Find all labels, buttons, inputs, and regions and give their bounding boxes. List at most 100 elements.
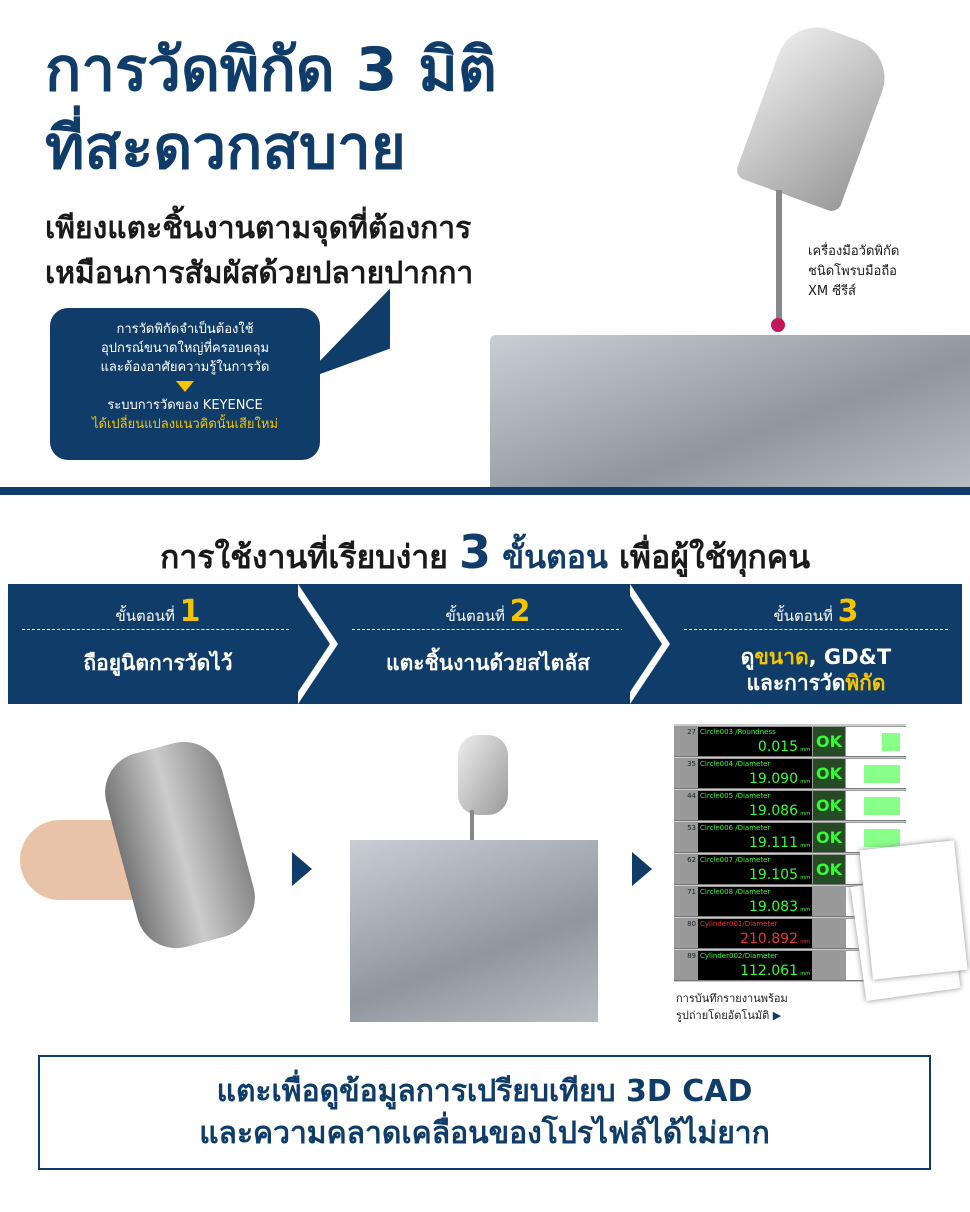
cta-line2: และความคลาดเคลื่อนของโปรไฟล์ได้ไม่ยาก — [199, 1116, 770, 1151]
hero-title-line2: ที่สะดวกสบาย — [45, 113, 406, 183]
metal-part-image — [490, 335, 970, 487]
tolerance-bar — [864, 797, 882, 815]
measured-value: 19.105 — [749, 867, 798, 883]
step-1: ขั้นตอนที่ 1 ถือยูนิตการวัดไว้ — [8, 584, 308, 704]
section-heading: การใช้งานที่เรียบง่าย 3 ขั้นตอน เพื่อผู้… — [0, 525, 970, 583]
bubble-line3: และต้องอาศัยความรู้ในการวัด — [100, 360, 270, 375]
cta-line1: แตะเพื่อดูข้อมูลการเปรียบเทียบ 3D CAD — [216, 1074, 753, 1109]
row-number: 62 — [687, 856, 696, 864]
measured-value: 19.083 — [749, 899, 798, 915]
step-text-c: , GD&T — [808, 645, 892, 669]
bubble-line1: การวัดพิกัดจำเป็นต้องใช้ — [116, 322, 254, 337]
play-arrow-icon: ▶ — [772, 1009, 782, 1022]
stylus-image — [470, 810, 474, 840]
cad-comparison-link[interactable]: แตะเพื่อดูข้อมูลการเปรียบเทียบ 3D CAD แล… — [38, 1055, 931, 1170]
metal-part-image — [350, 840, 598, 1022]
feature-name: Circle006 /Diameter — [700, 824, 771, 832]
bubble-line2: อุปกรณ์ขนาดใหญ่ที่ครอบคลุม — [100, 341, 270, 356]
step-number: 2 — [509, 594, 531, 629]
measured-value: 0.015 — [757, 739, 798, 755]
feature-name: Circle005 /Diameter — [700, 792, 771, 800]
tolerance-graph — [846, 759, 906, 788]
scanner-unit-image — [96, 732, 264, 958]
feature-name: Circle003 /Roundness — [700, 728, 776, 736]
down-triangle-icon — [176, 381, 194, 392]
feature-name: Cylinder002/Diameter — [700, 952, 778, 960]
hero-title-line1: การวัดพิกัด 3 มิติ — [45, 35, 497, 105]
measured-value: 210.892 — [740, 931, 798, 947]
status-badge: OK — [813, 823, 845, 852]
probe-label-line3: XM ซีรีส์ — [808, 284, 856, 299]
bubble-line4: ระบบการวัดของ KEYENCE — [107, 398, 263, 413]
feature-name: Circle008 /Diameter — [700, 888, 771, 896]
row-number: 27 — [687, 728, 696, 736]
status-badge: OK — [813, 759, 845, 788]
unit: mm — [800, 747, 810, 753]
probe-image — [458, 735, 508, 815]
tolerance-bar — [882, 733, 900, 751]
step-text-d: และการวัด — [746, 671, 846, 695]
unit: mm — [800, 811, 810, 817]
chevron-fill — [290, 584, 330, 704]
measured-value: 112.061 — [740, 963, 798, 979]
probe-label-line1: เครื่องมือวัดพิกัด — [808, 244, 900, 259]
tolerance-graph — [846, 791, 906, 820]
speech-bubble: การวัดพิกัดจำเป็นต้องใช้ อุปกรณ์ขนาดใหญ่… — [50, 308, 320, 460]
tolerance-bar — [882, 765, 900, 783]
hero-subtitle-line2: เหมือนการสัมผัสด้วยปลายปากกา — [45, 256, 474, 291]
unit: mm — [800, 779, 810, 785]
unit: mm — [800, 971, 810, 977]
handheld-probe-image — [734, 16, 896, 214]
step-label: ขั้นตอนที่ — [445, 607, 505, 625]
tolerance-bar — [882, 829, 900, 847]
step-label: ขั้นตอนที่ — [773, 607, 833, 625]
unit: mm — [800, 843, 810, 849]
step-number: 3 — [837, 594, 859, 629]
section-divider — [0, 487, 970, 495]
report-caption: การบันทึกรายงานพร้อม รูปถ่ายโดยอัตโนมัติ… — [676, 990, 788, 1024]
tolerance-bar — [864, 829, 882, 847]
tolerance-bar — [882, 797, 900, 815]
steps-banner: ขั้นตอนที่ 1 ถือยูนิตการวัดไว้ ขั้นตอนที… — [8, 584, 962, 704]
heading-num: 3 — [459, 525, 492, 579]
step-text: แตะชิ้นงานด้วยสไตลัส — [386, 651, 590, 675]
feature-name: Circle004 /Diameter — [700, 760, 771, 768]
stylus-image — [776, 190, 782, 320]
hero-subtitle-line1: เพียงแตะชิ้นงานตามจุดที่ต้องการ — [45, 211, 472, 246]
step-text-b: ขนาด — [754, 645, 809, 669]
row-number: 53 — [687, 824, 696, 832]
heading-post: เพื่อผู้ใช้ทุกคน — [618, 538, 811, 576]
status-badge: OK — [813, 727, 845, 756]
row-number: 89 — [687, 952, 696, 960]
report-caption-line2: รูปถ่ายโดยอัตโนมัติ ▶ — [676, 1007, 788, 1024]
inspection-report-page — [859, 840, 968, 980]
step-2: ขั้นตอนที่ 2 แตะชิ้นงานด้วยสไตลัส — [338, 584, 638, 704]
row-number: 35 — [687, 760, 696, 768]
step-text: ถือยูนิตการวัดไว้ — [83, 651, 233, 675]
measured-value: 19.111 — [749, 835, 798, 851]
ruby-tip-image — [771, 318, 785, 332]
unit: mm — [800, 875, 810, 881]
heading-pre: การใช้งานที่เรียบง่าย — [159, 538, 448, 576]
measured-value: 19.086 — [749, 803, 798, 819]
feature-name: Cylinder001/Diameter — [700, 920, 778, 928]
tolerance-bar — [864, 765, 882, 783]
feature-name: Circle007 /Diameter — [700, 856, 771, 864]
row-number: 80 — [687, 920, 696, 928]
measured-value: 19.090 — [749, 771, 798, 787]
probe-label-line2: ชนิดโพรบมือถือ — [808, 264, 897, 279]
chevron-fill — [622, 584, 662, 704]
